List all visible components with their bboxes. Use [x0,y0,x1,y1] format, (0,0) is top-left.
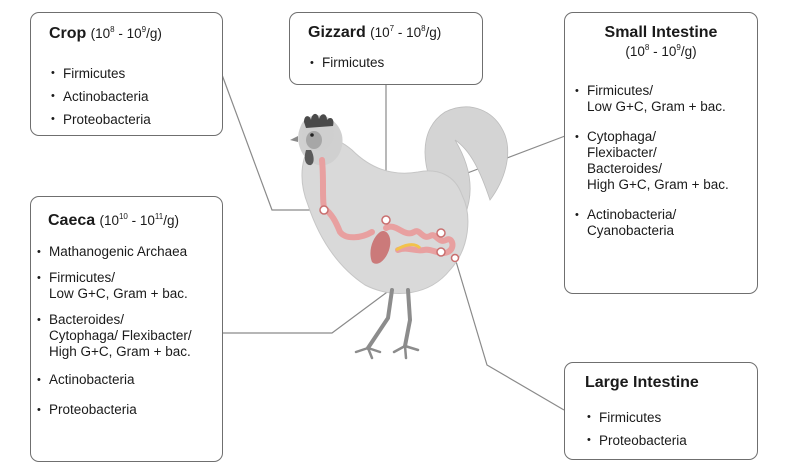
crop-marker [319,205,329,215]
crop-item: Actinobacteria [51,85,222,108]
small-intestine-range: (108 - 109/g) [625,43,697,60]
large-intestine-item: Firmicutes [587,406,757,429]
caeca-organ [395,243,422,252]
crop-leader-line [220,71,322,211]
large-intestine-name: Large Intestine [585,374,699,391]
caeca-item: Mathanogenic Archaea [37,244,222,260]
caeca-title: Caeca (1010 - 1011/g) [37,211,222,230]
gizzard-item: Firmicutes [310,55,482,71]
large-intestine-leader-line [454,257,565,411]
caeca-item: Proteobacteria [37,402,222,418]
crop-item: Proteobacteria [51,108,222,131]
large-intestine-box: Large Intestine Firmicutes Proteobacteri… [564,362,758,460]
gizzard-box: Gizzard (107 - 108/g) Firmicutes [289,12,483,85]
small-intestine-marker [436,228,446,238]
crop-item: Firmicutes [51,62,222,85]
gizzard-title: Gizzard (107 - 108/g) [308,23,482,42]
gizzard-marker [381,215,391,225]
chicken-wattle [304,150,314,166]
crop-organ [321,205,375,241]
small-intestine-title: Small Intestine [575,23,757,42]
gizzard-range: (107 - 108/g) [370,24,442,41]
crop-bacteria-list: Firmicutes Actinobacteria Proteobacteria [49,62,222,131]
gizzard-name: Gizzard [308,24,366,41]
left-foot [354,346,382,360]
large-intestine-title: Large Intestine [585,373,757,392]
small-intestine-item: Actinobacteria/ Cyanobacteria [575,207,757,239]
small-intestine-loops [383,223,456,257]
large-intestine-bacteria-list: Firmicutes Proteobacteria [585,406,757,452]
esophagus [319,157,327,211]
gizzard-organ [370,230,391,264]
left-leg [366,288,394,350]
right-leg [403,288,413,348]
caeca-range: (1010 - 1011/g) [99,212,179,229]
chicken-comb [304,113,334,128]
right-foot [392,344,420,360]
crop-name: Crop [49,25,87,42]
caeca-item: Firmicutes/ Low G+C, Gram + bac. [37,270,222,302]
crop-box: Crop (108 - 109/g) Firmicutes Actinobact… [30,12,223,136]
small-intestine-name: Small Intestine [604,24,718,41]
crop-range: (108 - 109/g) [90,25,162,42]
caeca-name: Caeca [48,212,96,229]
small-intestine-box: Small Intestine (108 - 109/g) Firmicutes… [564,12,758,294]
crop-title: Crop (108 - 109/g) [49,24,222,43]
large-intestine-marker [450,253,460,263]
small-intestine-item: Firmicutes/ Low G+C, Gram + bac. [575,83,757,115]
caeca-bacteria-list: Mathanogenic Archaea Firmicutes/ Low G+C… [37,244,222,418]
caeca-item: Actinobacteria [37,372,222,388]
small-intestine-bacteria-list: Firmicutes/ Low G+C, Gram + bac. Cytopha… [575,83,757,239]
chicken-face [306,131,322,149]
caeca-item: Bacteroides/ Cytophaga/ Flexibacter/ Hig… [37,312,222,360]
large-intestine-item: Proteobacteria [587,429,757,452]
chicken-beak [290,136,298,142]
chicken-eye [310,133,314,137]
caeca-box: Caeca (1010 - 1011/g) Mathanogenic Archa… [30,196,223,462]
caeca-marker [436,247,446,257]
gizzard-bacteria-list: Firmicutes [308,55,482,71]
small-intestine-item: Cytophaga/ Flexibacter/ Bacteroides/ Hig… [575,129,757,193]
